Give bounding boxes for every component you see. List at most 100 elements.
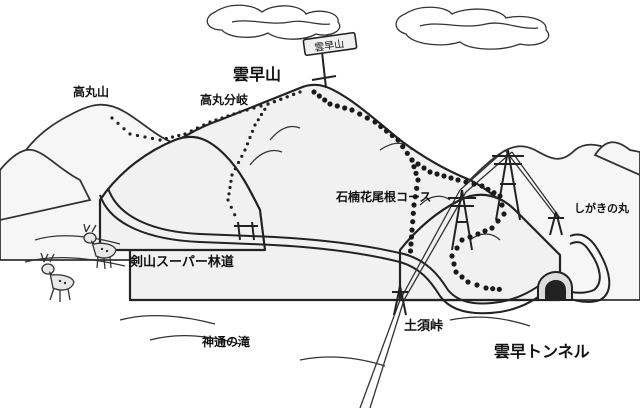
label-jintsu-falls: 神通の滝 <box>202 334 250 349</box>
trail-dot <box>233 167 237 171</box>
trail-dot <box>407 248 414 254</box>
trail-dot <box>395 137 401 143</box>
trail-dot <box>245 142 250 146</box>
trail-dot <box>454 245 460 251</box>
trail-dot <box>499 202 505 208</box>
trail-dot <box>272 100 276 104</box>
trail-dot <box>485 186 491 192</box>
trail-dot <box>220 116 224 120</box>
trail-dot <box>410 210 416 216</box>
label-takamaru-bunki: 高丸分岐 <box>200 92 249 107</box>
trail-dot <box>248 135 252 140</box>
trail-dot <box>378 123 384 130</box>
trail-dot <box>455 177 461 183</box>
trail-dot <box>474 282 480 288</box>
trail-dot <box>364 115 370 121</box>
trail-dot <box>227 192 231 196</box>
trail-dot <box>243 148 247 152</box>
trail-dot <box>128 132 132 136</box>
trail-dot <box>279 97 283 101</box>
trail-dot <box>409 227 415 233</box>
trail-dot <box>441 173 447 179</box>
trail-dot <box>122 127 126 131</box>
trail-dot <box>226 198 230 202</box>
trail-dot <box>421 165 427 171</box>
tsurugi-rindo-road <box>99 187 549 315</box>
trail-dot <box>389 132 395 139</box>
trail-dot <box>183 132 187 136</box>
far-left-ridge <box>0 148 92 221</box>
trail-dot <box>327 101 333 107</box>
trail-dot <box>383 128 390 134</box>
trail-dot <box>404 150 410 156</box>
trail-dot <box>236 160 241 165</box>
front-right-ridge <box>398 193 562 302</box>
trail-dot <box>482 228 488 234</box>
trail-dot <box>311 89 317 95</box>
power-pylon-icon <box>548 211 564 236</box>
summit-sign-label: 雲早山 <box>314 38 345 54</box>
trail-dot <box>467 234 473 240</box>
deer-icon <box>83 223 117 270</box>
trail-dot <box>372 119 378 125</box>
trail-dot <box>285 95 289 99</box>
trail-dot <box>415 161 421 167</box>
trail-dot <box>202 123 206 127</box>
trail-dot <box>489 225 495 231</box>
trail-dot <box>411 202 417 208</box>
trail-dot <box>415 177 421 183</box>
ridge-contours <box>24 125 531 367</box>
trail-dot <box>263 107 267 111</box>
trail-dot <box>135 133 140 138</box>
trail-dot <box>453 269 459 275</box>
trailhead-gate-icon <box>234 221 258 241</box>
trail-dot <box>451 261 457 267</box>
trail-dot <box>409 157 415 163</box>
trail-dot <box>232 112 236 116</box>
trail-dot <box>490 286 496 292</box>
trail-dot <box>463 179 469 185</box>
summit-signpost-icon <box>302 31 358 89</box>
trail-dot <box>240 154 244 158</box>
trail-dot <box>459 274 465 280</box>
trail-dot <box>459 237 465 243</box>
power-pylon-icon <box>448 189 476 251</box>
trail-dot <box>230 173 234 177</box>
trail-dot <box>408 241 414 247</box>
trail-dot <box>298 90 302 94</box>
label-doshu-toge: 土須峠 <box>404 318 443 334</box>
trail-dot <box>233 213 237 217</box>
trail-dot <box>245 108 249 112</box>
trail-dot <box>434 171 440 177</box>
power-pylon-icon <box>392 285 408 316</box>
trail-dot <box>143 135 147 139</box>
trail-dot <box>427 169 433 175</box>
trail-dot <box>497 193 503 199</box>
trail-dot <box>252 106 256 110</box>
trail-dot <box>412 194 418 200</box>
trail-dot <box>400 144 406 150</box>
ishikusu-trail <box>311 89 507 292</box>
trail-dot <box>189 129 193 133</box>
trail-dot <box>177 133 181 138</box>
takamaru-trail <box>110 90 302 217</box>
trail-dot <box>471 181 477 187</box>
label-tsurugi-rindo: 剣山スーパー林道 <box>129 254 234 270</box>
label-kumosouyama: 雲早山 <box>233 65 281 84</box>
trail-dot <box>259 104 263 108</box>
trail-dot <box>226 114 230 118</box>
trail-dot <box>322 97 328 103</box>
far-right-ridge <box>593 141 640 176</box>
trail-dot <box>408 234 415 240</box>
trail-dot <box>501 211 507 217</box>
trail-dot <box>116 121 120 125</box>
trail-dot <box>495 218 501 224</box>
trail-dot <box>259 112 264 117</box>
trail-dot <box>483 285 489 291</box>
trail-dot <box>316 93 322 99</box>
label-ishikusu-course: 石楠花尾根コース <box>335 189 431 204</box>
trail-dot <box>410 219 416 225</box>
trail-dot <box>496 286 502 292</box>
cloud-icon <box>206 4 341 40</box>
